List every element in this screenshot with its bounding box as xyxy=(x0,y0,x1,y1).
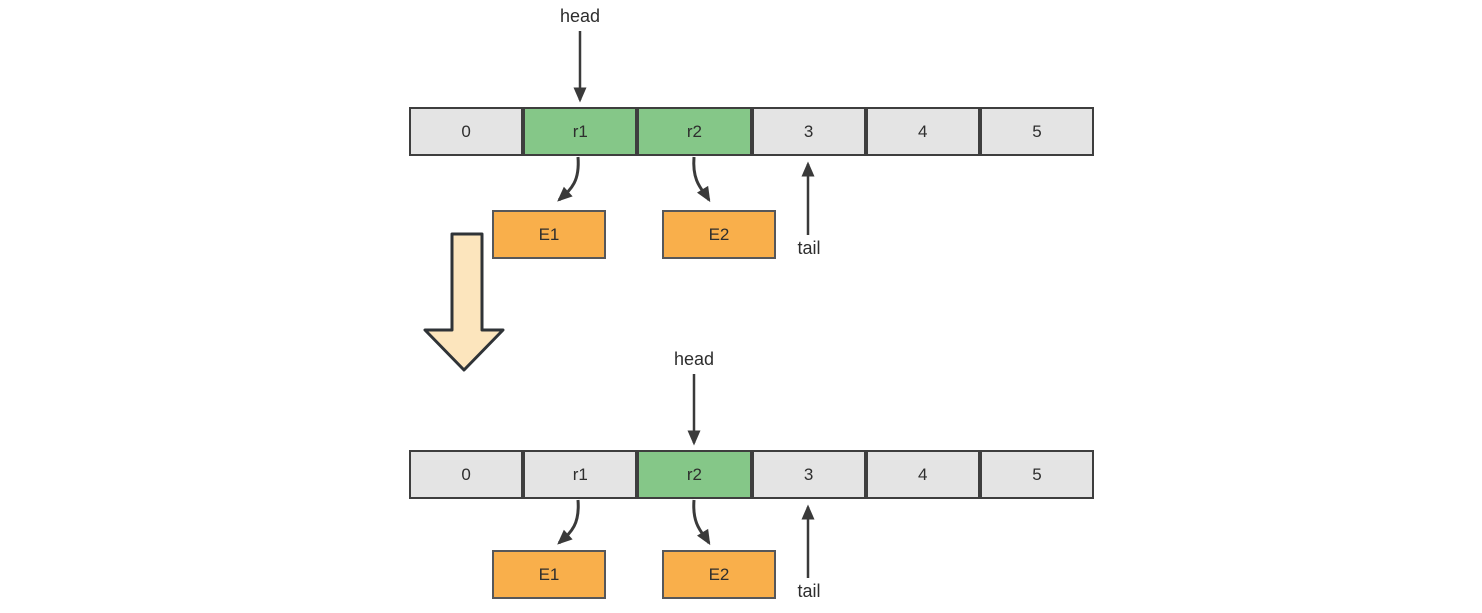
element-box-e1-bottom: E1 xyxy=(492,550,606,599)
reference-arrow-r2-e2-bottom xyxy=(692,499,711,546)
array-cell-3-top: 3 xyxy=(751,107,866,156)
element-box-e2-top: E2 xyxy=(662,210,776,259)
array-cell-0-top: 0 xyxy=(409,107,524,156)
reference-arrow-r1-e1-bottom xyxy=(557,499,580,545)
array-cell-r1-bottom: r1 xyxy=(523,450,638,499)
array-cell-5-top: 5 xyxy=(979,107,1095,156)
array-cell-3-bottom: 3 xyxy=(751,450,866,499)
array-before: 0 r1 r2 3 4 5 xyxy=(409,107,1095,156)
reference-arrow-r2-e2-top xyxy=(692,156,711,203)
array-cell-r2-bottom: r2 xyxy=(637,450,752,499)
head-pointer-label-top: head xyxy=(559,6,601,26)
array-cell-5-bottom: 5 xyxy=(979,450,1095,499)
array-after: 0 r1 r2 3 4 5 xyxy=(409,450,1095,499)
tail-pointer-label-bottom: tail xyxy=(797,581,821,601)
head-pointer-label-bottom: head xyxy=(673,349,715,369)
array-cell-4-top: 4 xyxy=(865,107,980,156)
reference-arrow-r1-e1-top xyxy=(557,156,580,202)
array-cell-r2-top: r2 xyxy=(637,107,752,156)
element-box-e1-top: E1 xyxy=(492,210,606,259)
element-box-e2-bottom: E2 xyxy=(662,550,776,599)
array-cell-4-bottom: 4 xyxy=(865,450,980,499)
array-cell-r1-top: r1 xyxy=(523,107,638,156)
tail-pointer-label-top: tail xyxy=(797,238,821,258)
array-cell-0-bottom: 0 xyxy=(409,450,524,499)
